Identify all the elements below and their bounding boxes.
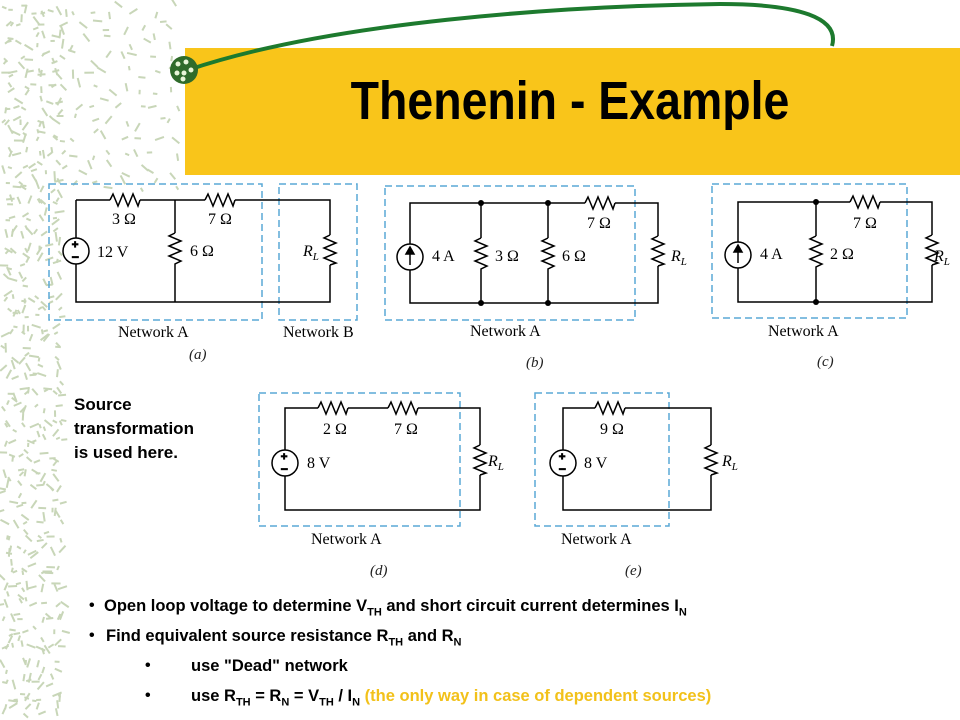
circuit-d-caption: (d) <box>370 563 388 579</box>
resistor-rl <box>924 234 941 266</box>
circuit-c-r2-label: 7 Ω <box>853 215 877 232</box>
circuit-a-caption: (a) <box>189 347 207 363</box>
wire <box>75 199 331 303</box>
circuit-a <box>48 183 358 321</box>
circuit-a-network-a-label: Network A <box>118 324 189 341</box>
network-b-box <box>278 183 358 321</box>
bullet-equivalent-resistance: Find equivalent source resistance RTH an… <box>106 627 462 649</box>
slide-title: Thenenin - Example <box>350 71 790 131</box>
resistor-7ohm <box>387 400 419 417</box>
network-a-box <box>48 183 263 321</box>
circuit-c-rl-label: RL <box>933 248 950 268</box>
voltage-source-icon <box>271 449 299 477</box>
circuit-b <box>384 185 667 321</box>
circuit-d-r1-label: 2 Ω <box>323 421 347 438</box>
circuit-e-caption: (e) <box>625 563 642 579</box>
bullet-marker: • <box>89 627 95 644</box>
resistor-7ohm <box>849 194 881 211</box>
bullet-marker: • <box>145 687 151 704</box>
circuit-b-network-a-label: Network A <box>470 323 541 340</box>
title-banner <box>185 48 960 175</box>
note-line: Source <box>74 395 132 414</box>
circuit-a-rl-label: RL <box>302 243 319 263</box>
circuit-d-network-a-label: Network A <box>311 531 382 548</box>
voltage-source-icon <box>62 237 90 265</box>
circuit-c-source-label: 4 A <box>760 246 783 263</box>
resistor-3ohm <box>473 237 489 272</box>
resistor-7ohm <box>204 192 236 209</box>
circuit-d-rl-label: RL <box>487 453 504 473</box>
circuit-e-source-label: 8 V <box>584 455 608 472</box>
circuit-e-r1-label: 9 Ω <box>600 421 624 438</box>
resistor-6ohm <box>167 232 183 268</box>
resistor-rl <box>472 444 489 476</box>
circuit-b-source-label: 4 A <box>432 248 455 265</box>
circuit-b-rl-label: RL <box>670 248 687 268</box>
circuit-b-r2-label: 6 Ω <box>562 248 586 265</box>
network-a-box <box>534 392 670 527</box>
resistor-3ohm <box>109 192 141 209</box>
current-source-icon <box>396 243 424 271</box>
wire <box>284 407 481 511</box>
resistor-7ohm <box>584 195 616 212</box>
left-pattern-strip <box>0 0 181 719</box>
circuit-e-network-a-label: Network A <box>561 531 632 548</box>
bullet-marker: • <box>145 657 151 674</box>
note-line: transformation <box>74 419 194 438</box>
current-source-icon <box>724 241 752 269</box>
circuit-d-source-label: 8 V <box>307 455 331 472</box>
circuit-c-network-a-label: Network A <box>768 323 839 340</box>
circuit-a-source-label: 12 V <box>97 244 129 261</box>
resistor-rl <box>650 235 667 267</box>
bullet-open-loop: Open loop voltage to determine VTH and s… <box>104 597 687 619</box>
wire <box>562 407 712 511</box>
circuit-a-r2-label: 7 Ω <box>208 211 232 228</box>
circuit-c-r1-label: 2 Ω <box>830 246 854 263</box>
resistor-2ohm <box>808 235 824 270</box>
bullet-dead-network: use "Dead" network <box>191 657 348 675</box>
circuit-b-caption: (b) <box>526 355 544 371</box>
circuit-e <box>534 392 720 527</box>
resistor-9ohm <box>594 400 626 417</box>
banner-swoosh <box>187 1 835 72</box>
network-a-box <box>258 392 461 527</box>
voltage-source-icon <box>549 449 577 477</box>
circuit-e-rl-label: RL <box>721 453 738 473</box>
dependent-sources-note: (the only way in case of dependent sourc… <box>360 687 712 705</box>
bullet-marker: • <box>89 597 95 614</box>
circuit-c-caption: (c) <box>817 354 834 370</box>
wire <box>737 201 933 303</box>
resistor-rl <box>322 234 339 266</box>
circuit-d-r2-label: 7 Ω <box>394 421 418 438</box>
circuit-a-r3-label: 6 Ω <box>190 243 214 260</box>
circuit-d <box>258 392 489 527</box>
circuit-b-r1-label: 3 Ω <box>495 248 519 265</box>
wire <box>409 202 659 304</box>
circuit-a-network-b-label: Network B <box>283 324 354 341</box>
circuit-b-r3-label: 7 Ω <box>587 215 611 232</box>
resistor-2ohm <box>317 400 349 417</box>
network-a-box <box>384 185 636 321</box>
circuit-c <box>711 183 941 319</box>
resistor-6ohm <box>540 237 556 272</box>
note-line: is used here. <box>74 443 178 462</box>
circuit-a-r1-label: 3 Ω <box>112 211 136 228</box>
bullet-rth-formula: use RTH = RN = VTH / IN (the only way in… <box>191 687 712 709</box>
source-transformation-note: Source transformation is used here. <box>74 393 244 465</box>
resistor-rl <box>703 444 720 476</box>
